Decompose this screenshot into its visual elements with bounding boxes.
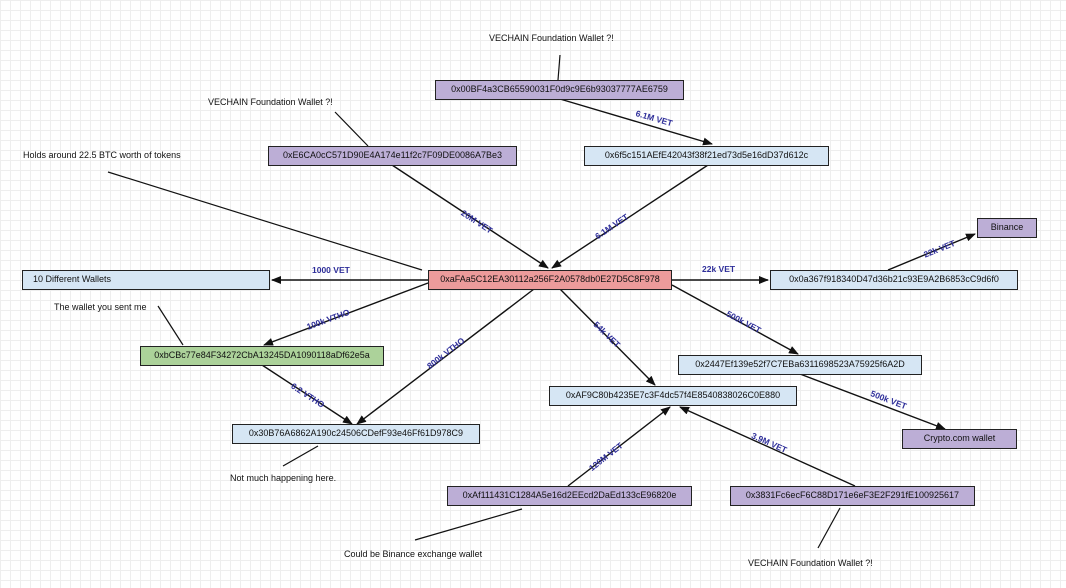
crypto-com-wallet[interactable]: Crypto.com wallet: [902, 429, 1017, 449]
edge-center-to-30b7: [356, 288, 535, 425]
note-foundation-bottom: VECHAIN Foundation Wallet ?!: [748, 558, 873, 568]
wallet-30b7[interactable]: 0x30B76A6862A190c24506CDefF93e46Ff61D978…: [232, 424, 480, 444]
wallet-af9c[interactable]: 0xAF9C80b4235E7c3F4dc57f4E8540838026C0E8…: [549, 386, 797, 406]
edge-3831-to-af9c: [679, 406, 856, 487]
wallet-af11[interactable]: 0xAf111431C1284A5e16d2EEcd2DaEd133cE9682…: [447, 486, 692, 506]
note-line-foundation-bottom: [817, 507, 841, 549]
edge-af11-to-af9c: [567, 406, 671, 487]
wallet-foundation-left[interactable]: 0xE6CA0cC571D90E4A174e11f2c7F09DE0086A7B…: [268, 146, 517, 166]
ten-different-wallets[interactable]: 10 Different Wallets: [22, 270, 270, 290]
edge-green-to-30b7: [261, 364, 353, 425]
note-line-foundation-left: [334, 111, 369, 147]
note-sent-me: The wallet you sent me: [54, 302, 147, 312]
wallet-binance-out[interactable]: 0x0a367f918340D47d36b21c93E9A2B6853cC9d6…: [770, 270, 1018, 290]
wallet-2447[interactable]: 0x2447Ef139e52f7C7EBa6311698523A75925f6A…: [678, 355, 922, 375]
note-foundation-top: VECHAIN Foundation Wallet ?!: [489, 33, 614, 43]
note-binance-exchange: Could be Binance exchange wallet: [344, 549, 483, 559]
note-line-binance-exchange: [414, 508, 523, 541]
wallet-foundation-top[interactable]: 0x00BF4a3CB65590031F0d9c9E6b93037777AE67…: [435, 80, 684, 100]
note-line-sent-me: [157, 305, 184, 346]
edge-center-to-af9c: [559, 288, 656, 386]
edge-foundation-top-to-intermediate: [559, 98, 713, 146]
note-foundation-left: VECHAIN Foundation Wallet ?!: [208, 97, 333, 107]
note-line-not-much: [282, 445, 319, 467]
edge-center-to-2447: [671, 284, 799, 355]
wallet-3831[interactable]: 0x3831Fc6ecF6C88D171e6eF3E2F291fE1009256…: [730, 486, 975, 506]
note-holds: Holds around 22.5 BTC worth of tokens: [23, 150, 181, 160]
note-not-much: Not much happening here.: [230, 473, 337, 483]
wallet-green-sent[interactable]: 0xbCBc77e84F34272CbA13245DA1090118aDf62e…: [140, 346, 384, 366]
note-line-holds: [107, 171, 423, 271]
edge-foundation-left-to-center: [391, 164, 549, 269]
binance-node[interactable]: Binance: [977, 218, 1037, 238]
wallet-center[interactable]: 0xaFAa5C12EA30112a256F2A0578db0E27D5C8F9…: [428, 270, 672, 290]
edge-intermediate-to-center: [551, 164, 709, 269]
edge-label-1000: 1000 VET: [312, 265, 350, 275]
note-line-foundation-top: [557, 54, 561, 81]
edge-binance-out-to-binance: [887, 233, 976, 271]
wallet-intermediate-top[interactable]: 0x6f5c151AEfE42043f38f21ed73d5e16dD37d61…: [584, 146, 829, 166]
edge-label-22k-out: 22k VET: [702, 264, 736, 274]
edge-center-to-green: [263, 282, 429, 346]
edge-2447-to-crypto: [799, 373, 946, 430]
